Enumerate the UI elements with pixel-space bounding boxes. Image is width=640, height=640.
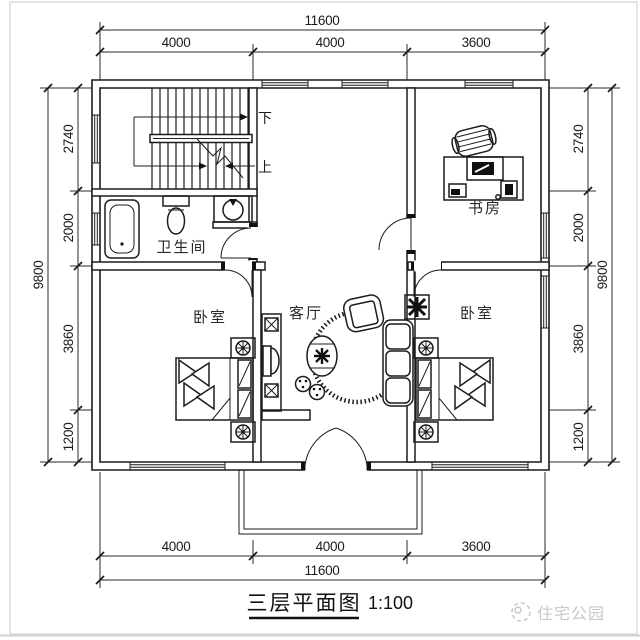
- window-bathroom-left: [92, 212, 100, 246]
- dim-left-seg-3: 3860: [61, 325, 76, 354]
- dim-top-seg-1: 4000: [162, 35, 191, 50]
- dim-top-seg-3: 3600: [462, 35, 491, 50]
- window-bedroom-left-bottom: [129, 462, 226, 470]
- nightstand: [413, 421, 439, 443]
- stair-walk-line: [133, 113, 255, 179]
- title-text: 三层平面图: [247, 592, 362, 615]
- window-hall-top-1: [261, 80, 309, 88]
- window-bedroom-right: [541, 275, 549, 329]
- balcony-french-door: [304, 427, 368, 467]
- exterior-walls: [91, 79, 550, 471]
- dim-right-seg-1: 2740: [571, 125, 586, 154]
- dim-right-seg-4: 1200: [571, 423, 586, 452]
- stools: [294, 375, 326, 401]
- title-scale: 1:100: [368, 593, 413, 613]
- window-study-right: [541, 212, 549, 259]
- doors: [220, 217, 442, 472]
- stair-up-label: 上: [258, 159, 272, 175]
- drawing-title: 三层平面图 1:100: [247, 592, 413, 620]
- dim-bottom-total: 11600: [304, 563, 339, 578]
- stairs: 下 上: [133, 88, 272, 189]
- window-hall-top-2: [341, 80, 389, 88]
- dim-right-total: 9800: [595, 261, 610, 290]
- coffee-table: [306, 335, 338, 377]
- dim-left-seg-4: 1200: [61, 423, 76, 452]
- dim-top-total: 11600: [304, 13, 339, 28]
- toilet: [162, 195, 190, 235]
- room-labels: 卫生间 书房 客厅 卧室 卧室: [156, 200, 502, 326]
- balcony: [238, 470, 423, 535]
- dimension-ticks: [43, 25, 617, 585]
- dim-bottom-seg-3: 3600: [462, 539, 491, 554]
- dim-left-total: 9800: [31, 261, 46, 290]
- dim-right-seg-2: 2000: [571, 214, 586, 243]
- sofa: [382, 319, 414, 407]
- dim-bottom-seg-2: 4000: [316, 539, 345, 554]
- speaker: [264, 317, 279, 332]
- tv: [262, 345, 280, 377]
- speaker: [264, 383, 279, 398]
- nightstand: [230, 421, 256, 443]
- living-room-furniture: [261, 294, 430, 421]
- bedroom-left-furniture: [175, 337, 256, 443]
- bed: [415, 357, 494, 421]
- label-bedroom-left: 卧室: [193, 309, 227, 326]
- study-door: [378, 217, 412, 251]
- dimension-labels: 11600 4000 4000 3600 4000 4000 3600 1160…: [31, 13, 610, 578]
- label-living: 客厅: [289, 305, 323, 322]
- park-logo-icon: [511, 602, 531, 622]
- armchair: [342, 294, 385, 333]
- desk: [443, 156, 524, 201]
- watermark-text: 住宅公园: [537, 605, 605, 623]
- windows: [92, 80, 549, 470]
- dimension-extension-lines: [40, 22, 620, 588]
- bedroom-right-furniture: [413, 337, 494, 443]
- study-furniture: [443, 124, 524, 201]
- dim-bottom-seg-1: 4000: [162, 539, 191, 554]
- bed: [175, 357, 254, 421]
- bathroom-door: [220, 227, 252, 259]
- label-bedroom-right: 卧室: [460, 305, 494, 322]
- window-stairs-left: [92, 114, 100, 164]
- bedroom-right-door: [413, 269, 442, 298]
- tv-unit: [261, 313, 311, 421]
- watermark: 住宅公园: [511, 602, 605, 623]
- nightstand: [230, 337, 256, 359]
- bedroom-left-door: [224, 269, 253, 298]
- bathtub: [104, 199, 140, 259]
- dim-right-seg-3: 3860: [571, 325, 586, 354]
- dim-left-seg-1: 2740: [61, 125, 76, 154]
- window-bedroom-right-bottom: [431, 462, 529, 470]
- dim-top-seg-2: 4000: [316, 35, 345, 50]
- label-bathroom: 卫生间: [156, 239, 207, 256]
- dim-left-seg-2: 2000: [61, 214, 76, 243]
- window-study-top: [464, 80, 514, 88]
- dimension-lines: [47, 29, 613, 581]
- office-chair: [451, 124, 497, 158]
- label-study: 书房: [468, 200, 502, 217]
- plant: [404, 294, 430, 320]
- stair-down-label: 下: [258, 110, 272, 126]
- washbasin: [213, 195, 253, 223]
- bathroom: [104, 195, 253, 259]
- nightstand: [413, 337, 439, 359]
